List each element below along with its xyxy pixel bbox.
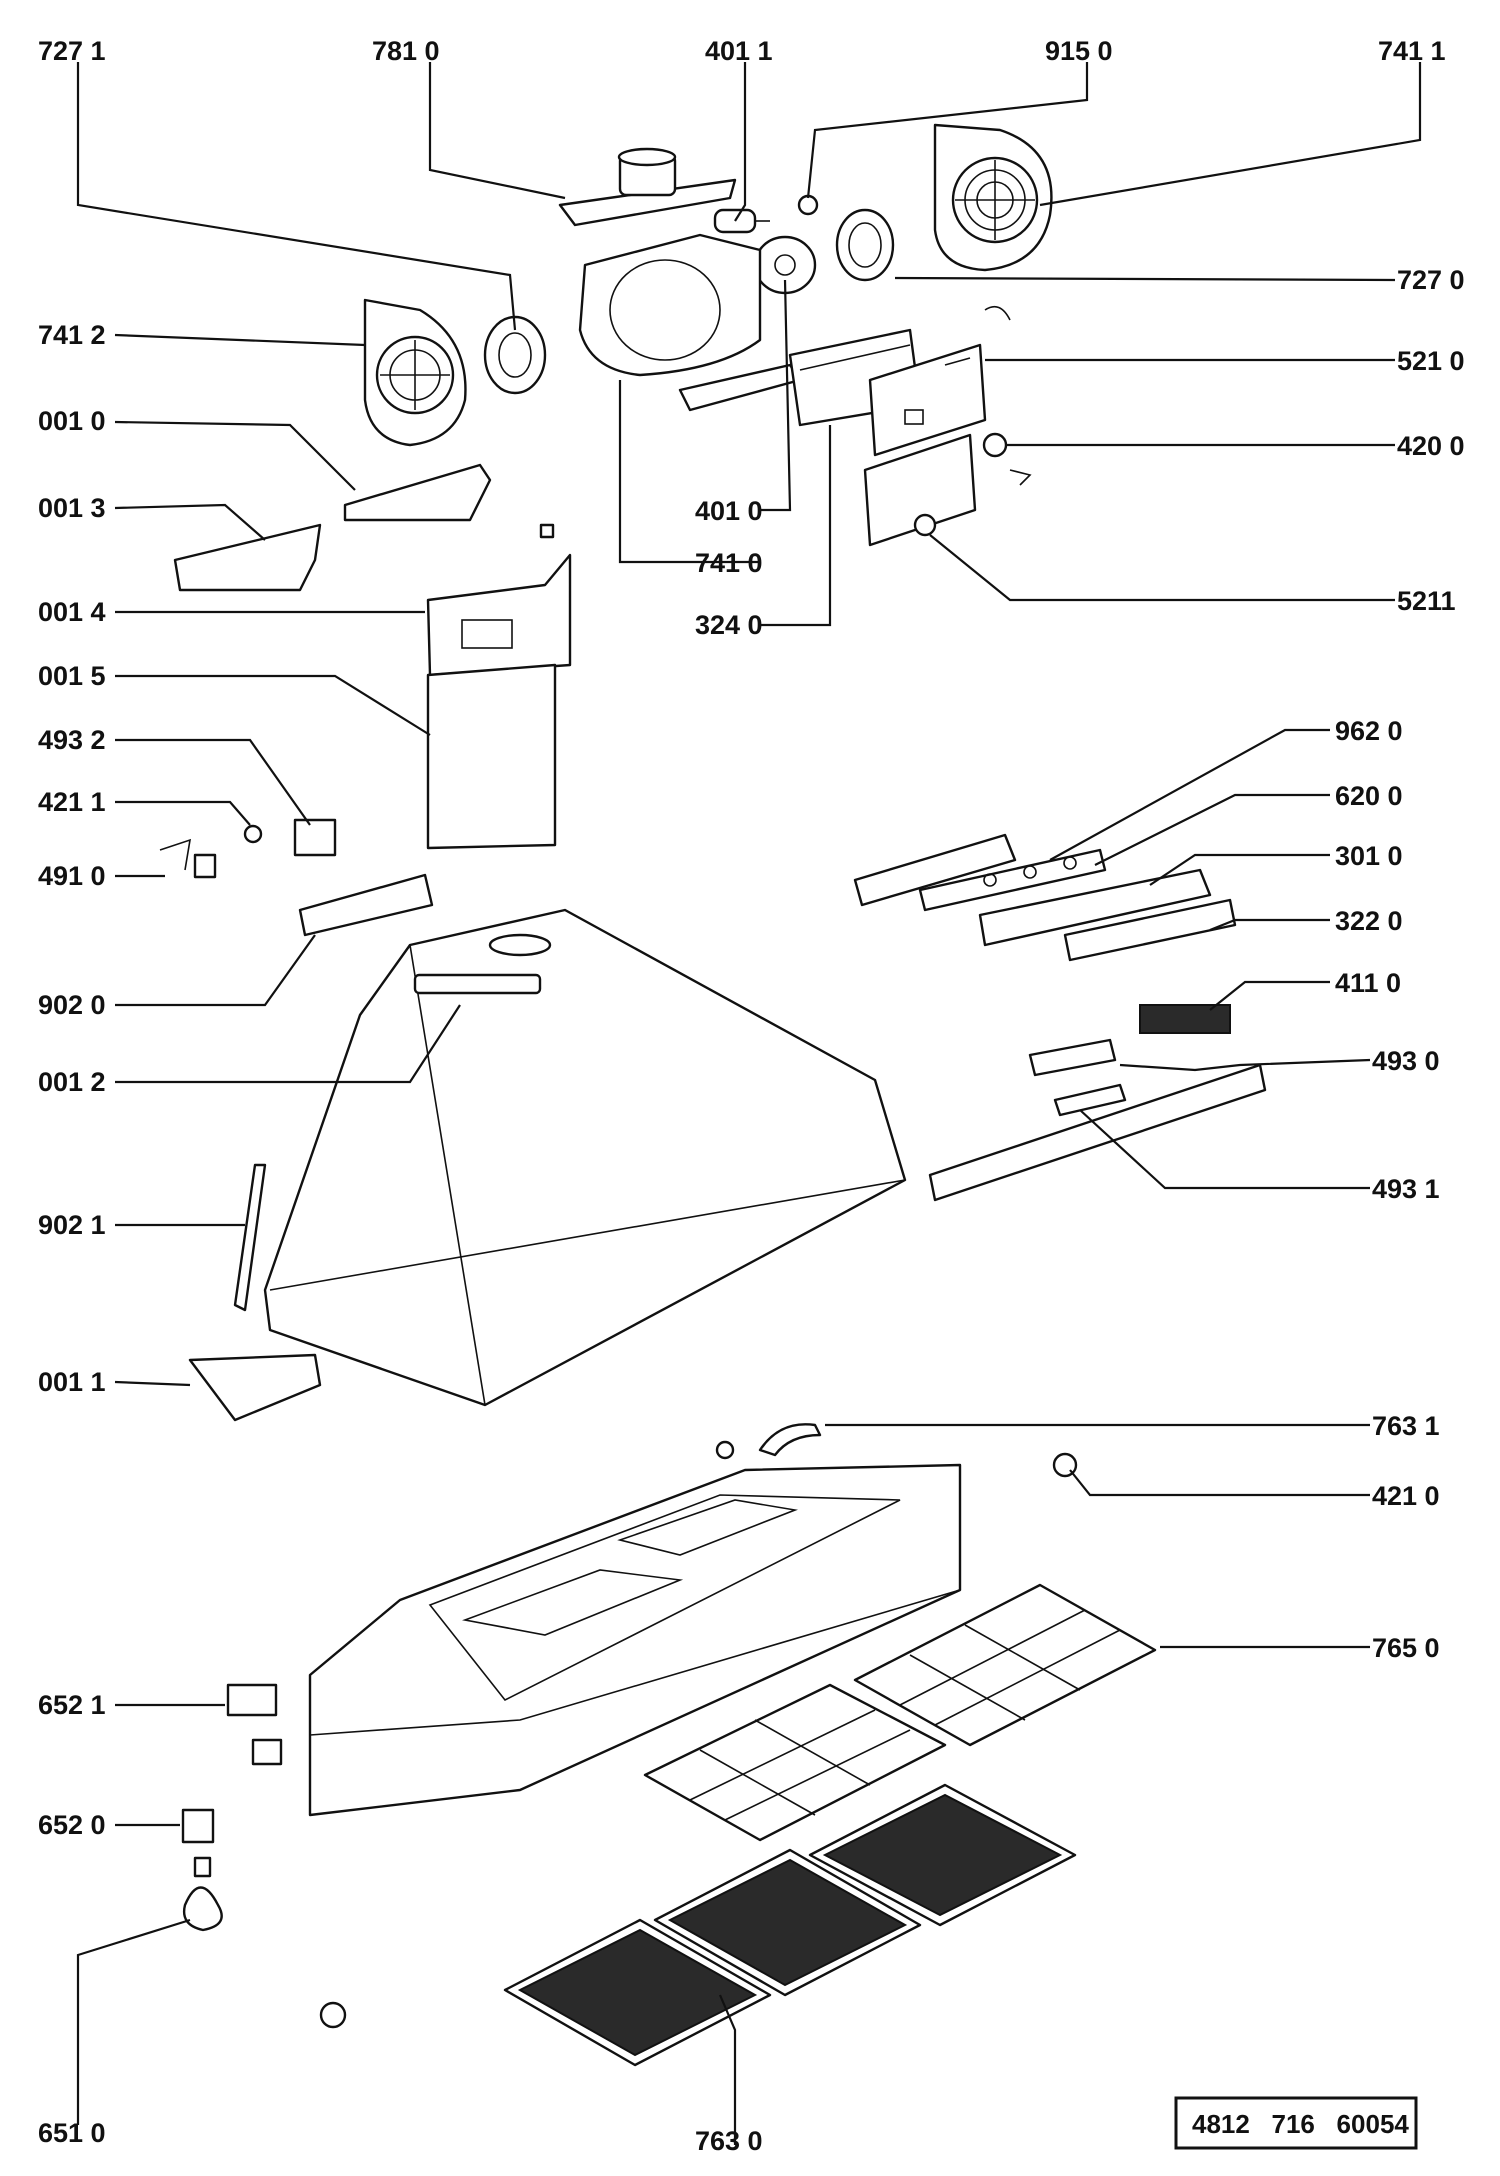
grease-filter-front-part [643,1683,947,1842]
callout-0012: 001 2 [38,1067,106,1097]
carbon-filter-1-part [808,1783,1077,1927]
callout-6200: 620 0 [1335,781,1403,811]
chimney-lower-part [426,663,557,850]
capacitor-part [713,208,770,234]
callout-3220: 322 0 [1335,906,1403,936]
switch-block-part [293,818,337,857]
callout-6520: 652 0 [38,1810,106,1840]
callout-9021: 902 1 [38,1210,106,1240]
fan-housing-left-part [363,298,467,447]
screw-part [715,1440,735,1460]
knob-part [319,2001,347,2029]
grease-channel-small-part [1053,1083,1127,1117]
callout-9020: 902 0 [38,990,106,1020]
callout-4210: 421 0 [1372,1481,1440,1511]
bracket-lower-part [173,523,322,592]
callout-7810: 781 0 [372,36,440,66]
callout-6510: 651 0 [38,2118,106,2148]
callout-0011: 001 1 [38,1367,106,1397]
callout-7410: 741 0 [695,548,763,578]
callout-4211: 421 1 [38,787,106,817]
callout-0014: 001 4 [38,597,106,627]
callout-7631: 763 1 [1372,1411,1440,1441]
callout-3240: 324 0 [695,610,763,640]
callout-4930: 493 0 [1372,1046,1440,1076]
board-cover-part [863,433,977,547]
motor-part [753,235,817,295]
fan-wheel-left-part [483,315,547,395]
lamp-holder-small-part [181,1808,215,1844]
switch-holder-part [978,868,1212,947]
grease-trough-part [928,1063,1267,1202]
cable-clip-part [159,838,217,879]
terminal-part [982,432,1032,486]
carbon-filter-2-part [653,1848,922,1997]
callout-7630: 763 0 [695,2126,763,2156]
callout-5211: 5211 [1397,586,1456,616]
fan-wheel-right-part [835,208,895,282]
connector-block-part [1139,1004,1231,1034]
callout-4200: 420 0 [1397,431,1465,461]
callout-4910: 491 0 [38,861,106,891]
circuit-board-part [868,305,1011,457]
grease-filter-back-part [853,1583,1157,1747]
lamp-switch-part [226,1683,283,1766]
control-bracket-part [853,833,1017,907]
document-number-box: 4812 716 60054 [1174,2096,1418,2150]
front-panel-part [1063,898,1237,962]
callout-4011: 401 1 [705,36,773,66]
carbon-filter-3-part [503,1918,772,2067]
callout-3010: 301 0 [1335,841,1403,871]
callout-0015: 001 5 [38,661,106,691]
cable-part [758,1423,822,1457]
callout-7412: 741 2 [38,320,106,350]
callout-5210: 521 0 [1397,346,1465,376]
callout-4932: 493 2 [38,725,106,755]
callout-7271: 727 1 [38,36,106,66]
nut-part [797,194,819,216]
grease-channel-part [1028,1038,1117,1077]
chimney-upper-part [426,523,572,677]
outlet-collar-part [558,147,737,227]
leader-lines [76,62,1422,2145]
callout-0010: 001 0 [38,406,106,436]
document-number: 4812 716 60054 [1192,2109,1409,2139]
callout-9620: 962 0 [1335,716,1403,746]
callout-6521: 652 1 [38,1690,106,1720]
bracket-part [343,463,492,522]
callout-4010: 401 0 [695,496,763,526]
fan-housing-right-part [933,123,1053,272]
callout-4110: 411 0 [1335,968,1401,998]
scroll-housing-part [578,233,762,377]
lamp-holder-part [243,824,263,844]
callout-7270: 727 0 [1397,265,1465,295]
switch-panel-part [918,848,1107,912]
callout-4931: 493 1 [1372,1174,1440,1204]
callout-7411: 741 1 [1378,36,1446,66]
hood-canopy-part [263,908,907,1407]
callout-7650: 765 0 [1372,1633,1440,1663]
mounting-strip-part [678,363,802,412]
wall-bracket-part [298,873,434,937]
callout-9150: 915 0 [1045,36,1113,66]
lower-hood-part [308,1463,962,1817]
side-strip-part [233,1163,267,1312]
corner-bracket-part [188,1353,322,1422]
callout-0013: 001 3 [38,493,106,523]
